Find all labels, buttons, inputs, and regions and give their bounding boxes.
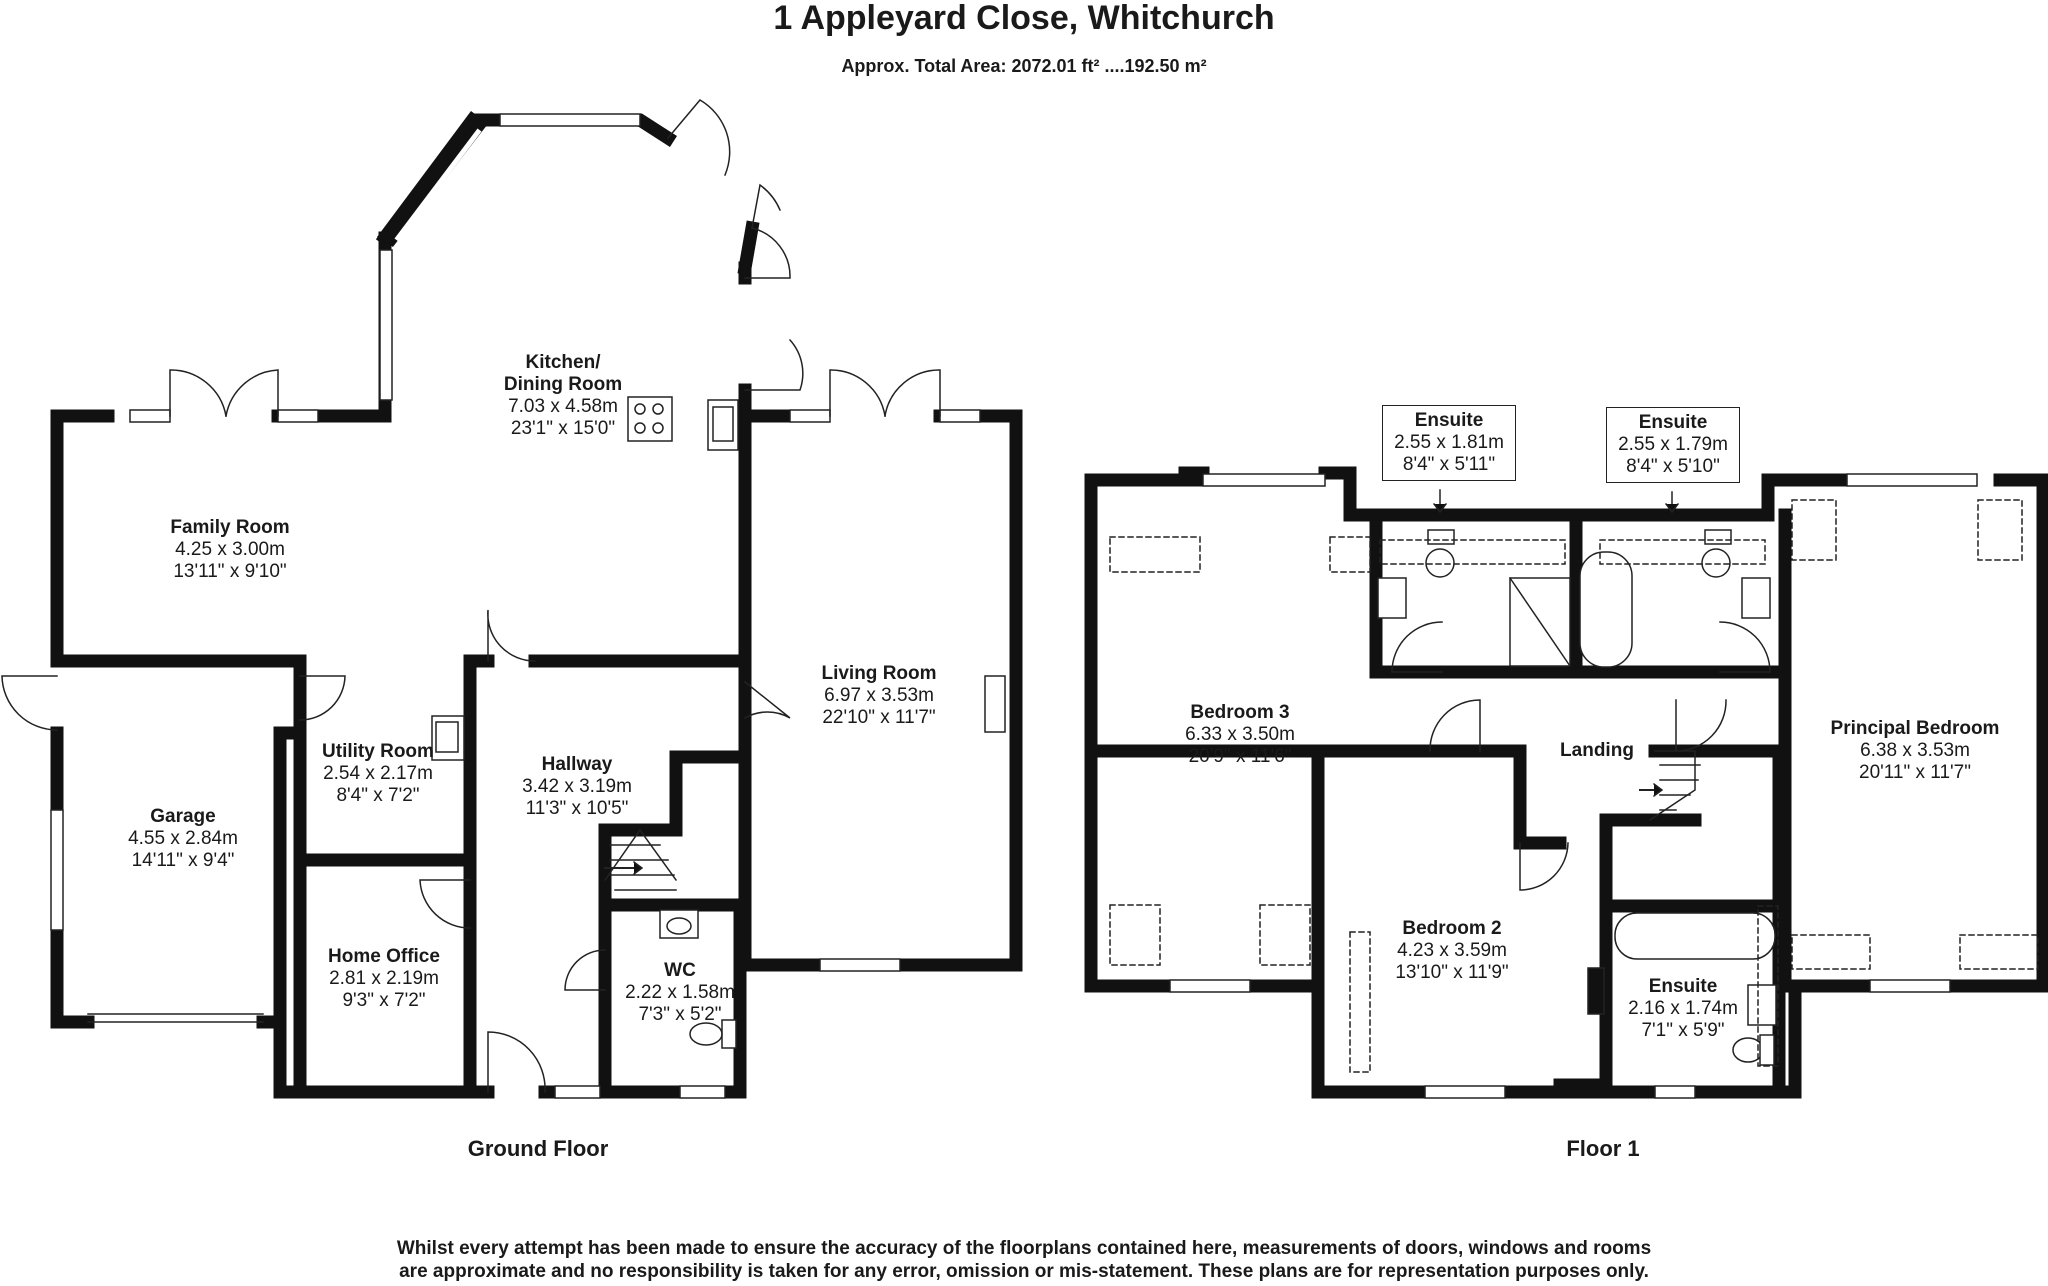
room-imperial: 8'4" x 7'2" bbox=[336, 785, 420, 806]
room-ensuite-3: Ensuite 2.16 x 1.74m 7'1" x 5'9" bbox=[1553, 976, 1813, 1042]
room-name: Garage bbox=[150, 806, 216, 827]
room-metric: 2.22 x 1.58m bbox=[625, 982, 735, 1003]
room-name: Landing bbox=[1560, 740, 1634, 761]
room-name: Ensuite bbox=[1648, 976, 1718, 997]
first-floor-label: Floor 1 bbox=[1566, 1136, 1640, 1161]
room-name: Family Room bbox=[170, 517, 290, 538]
room-name: Ensuite bbox=[1638, 412, 1708, 433]
room-metric: 2.55 x 1.79m bbox=[1618, 434, 1728, 455]
room-name: Bedroom 2 bbox=[1402, 918, 1502, 939]
room-name: Kitchen/ bbox=[525, 352, 601, 373]
room-hallway: Hallway 3.42 x 3.19m 11'3" x 10'5" bbox=[447, 754, 707, 820]
room-home-office: Home Office 2.81 x 2.19m 9'3" x 7'2" bbox=[254, 946, 514, 1012]
room-landing: Landing bbox=[1467, 740, 1727, 762]
room-metric: 6.97 x 3.53m bbox=[824, 685, 934, 706]
room-metric: 7.03 x 4.58m bbox=[508, 396, 618, 417]
first-floor-fixtures bbox=[1109, 473, 2039, 1099]
room-garage: Garage 4.55 x 2.84m 14'11" x 9'4" bbox=[53, 806, 313, 872]
room-name: Hallway bbox=[541, 754, 613, 775]
room-name: Living Room bbox=[821, 663, 937, 684]
room-imperial: 20'9" x 11'6" bbox=[1188, 746, 1292, 767]
room-metric: 4.55 x 2.84m bbox=[128, 828, 238, 849]
room-name: Dining Room bbox=[503, 374, 623, 395]
room-imperial: 20'11" x 11'7" bbox=[1859, 762, 1971, 783]
room-imperial: 7'1" x 5'9" bbox=[1641, 1020, 1725, 1041]
room-bedroom-2: Bedroom 2 4.23 x 3.59m 13'10" x 11'9" bbox=[1322, 918, 1582, 984]
room-imperial: 14'11" x 9'4" bbox=[131, 850, 235, 871]
room-metric: 3.42 x 3.19m bbox=[522, 776, 632, 797]
room-ensuite-1: Ensuite 2.55 x 1.81m 8'4" x 5'11" bbox=[1382, 405, 1516, 481]
room-name: Home Office bbox=[328, 946, 440, 967]
room-metric: 6.38 x 3.53m bbox=[1860, 740, 1970, 761]
room-imperial: 11'3" x 10'5" bbox=[525, 798, 629, 819]
room-metric: 2.54 x 2.17m bbox=[323, 763, 433, 784]
room-ensuite-2: Ensuite 2.55 x 1.79m 8'4" x 5'10" bbox=[1606, 407, 1740, 483]
room-name: WC bbox=[664, 960, 696, 981]
room-name: Principal Bedroom bbox=[1830, 718, 2000, 739]
room-metric: 4.25 x 3.00m bbox=[175, 539, 285, 560]
room-bedroom-3: Bedroom 3 6.33 x 3.50m 20'9" x 11'6" bbox=[1110, 702, 1370, 768]
room-principal-bedroom: Principal Bedroom 6.38 x 3.53m 20'11" x … bbox=[1785, 718, 2045, 784]
room-metric: 4.23 x 3.59m bbox=[1397, 940, 1507, 961]
disclaimer-line-2: are approximate and no responsibility is… bbox=[399, 1261, 1649, 1282]
ground-floor-walls bbox=[50, 113, 1023, 1099]
room-utility: Utility Room 2.54 x 2.17m 8'4" x 7'2" bbox=[248, 741, 508, 807]
room-imperial: 8'4" x 5'11" bbox=[1402, 454, 1496, 475]
room-living: Living Room 6.97 x 3.53m 22'10" x 11'7" bbox=[749, 663, 1009, 729]
ground-floor-openings bbox=[1, 99, 1006, 1099]
room-metric: 2.16 x 1.74m bbox=[1628, 998, 1738, 1019]
total-area: Approx. Total Area: 2072.01 ft² ....192.… bbox=[841, 56, 1207, 76]
first-floor-walls bbox=[1084, 466, 2048, 1099]
property-address-title: 1 Appleyard Close, Whitchurch bbox=[773, 0, 1275, 37]
room-name: Ensuite bbox=[1414, 410, 1484, 431]
room-family: Family Room 4.25 x 3.00m 13'11" x 9'10" bbox=[100, 517, 360, 583]
disclaimer: Whilst every attempt has been made to en… bbox=[0, 1237, 2048, 1283]
disclaimer-line-1: Whilst every attempt has been made to en… bbox=[396, 1238, 1652, 1259]
room-imperial: 9'3" x 7'2" bbox=[342, 990, 426, 1011]
room-imperial: 23'1" x 15'0" bbox=[510, 418, 616, 439]
room-imperial: 13'11" x 9'10" bbox=[173, 561, 287, 582]
room-name: Utility Room bbox=[322, 741, 434, 762]
ground-floor-label: Ground Floor bbox=[467, 1136, 609, 1161]
room-metric: 6.33 x 3.50m bbox=[1185, 724, 1295, 745]
room-imperial: 13'10" x 11'9" bbox=[1395, 962, 1509, 983]
room-name: Bedroom 3 bbox=[1190, 702, 1290, 723]
room-wc: WC 2.22 x 1.58m 7'3" x 5'2" bbox=[550, 960, 810, 1026]
room-metric: 2.55 x 1.81m bbox=[1394, 432, 1504, 453]
room-imperial: 7'3" x 5'2" bbox=[638, 1004, 722, 1025]
room-imperial: 22'10" x 11'7" bbox=[822, 707, 936, 728]
room-metric: 2.81 x 2.19m bbox=[329, 968, 439, 989]
room-imperial: 8'4" x 5'10" bbox=[1626, 456, 1720, 477]
room-kitchen: Kitchen/ Dining Room 7.03 x 4.58m 23'1" … bbox=[433, 352, 693, 440]
